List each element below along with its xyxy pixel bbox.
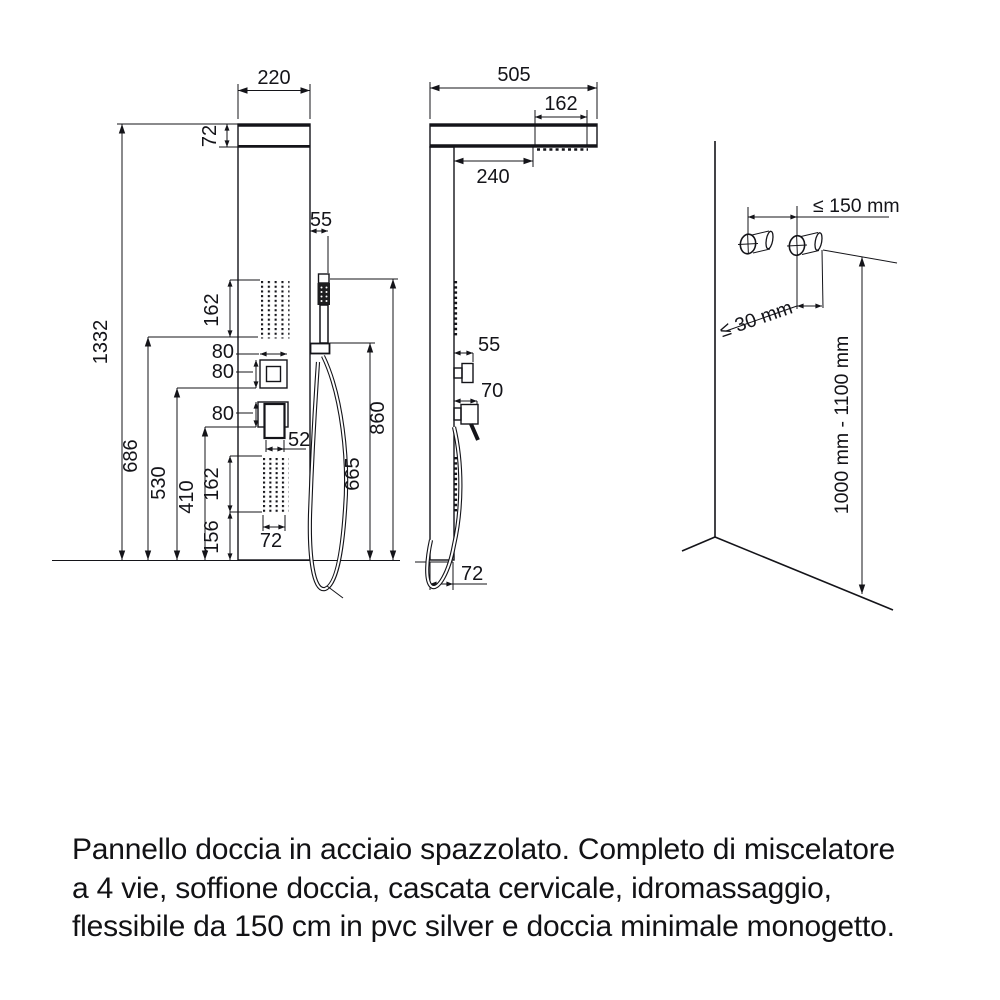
handshower-handle — [319, 304, 329, 344]
dim-handshower-top-height: 860 — [367, 401, 389, 434]
dim-head-height: 72 — [199, 125, 221, 147]
upper-jets — [260, 280, 290, 339]
head-arm — [429, 123, 598, 148]
dim-total-depth: 505 — [497, 64, 530, 86]
dim-lower-jets-height: 162 — [201, 467, 223, 500]
dim-mixer-height-range: 1000 mm - 1100 mm — [831, 336, 853, 514]
dim-panel-width: 220 — [257, 67, 290, 89]
dim-total-height: 1332 — [90, 320, 112, 365]
installation-diagram: ≤ 150 mm ≤ 30 mm 1000 mm - 1100 mm — [681, 141, 900, 611]
dim-max-protrusion: ≤ 30 mm — [717, 297, 796, 342]
floor-line — [714, 536, 894, 611]
dim-head-depth: 162 — [544, 93, 577, 115]
lower-jets — [262, 457, 289, 513]
diverter-knob-side — [453, 362, 474, 384]
dim-bracket-height: 665 — [342, 457, 364, 490]
dim-jets-width: 72 — [260, 530, 282, 552]
mixer-lever — [257, 401, 289, 440]
dim-control-bottom-height: 530 — [148, 466, 170, 499]
hose-side — [425, 426, 463, 590]
description-line: flessibile da 150 cm in pvc silver e doc… — [72, 910, 895, 944]
dim-mixer-depth: 70 — [481, 380, 503, 402]
side-view: 505 162 240 55 70 72 — [415, 64, 598, 590]
description-line: Pannello doccia in acciaio spazzolato. C… — [72, 833, 896, 866]
dim-knob-depth: 55 — [478, 334, 500, 356]
dim-arm-clearance: 240 — [476, 166, 509, 188]
dim-control-width: 80 — [212, 341, 234, 363]
dim-mixer-height: 80 — [212, 403, 234, 425]
dim-lever-width: 52 — [288, 429, 310, 451]
dim-lower-jets-offset: 156 — [201, 520, 223, 553]
dim-upper-jets-height: 162 — [201, 293, 223, 326]
dim-mixer-bottom-height: 410 — [176, 480, 198, 513]
floor-line-left — [681, 536, 716, 552]
handshower-head — [317, 283, 330, 305]
diverter-control — [259, 359, 288, 389]
hose-front — [307, 355, 349, 599]
front-view: 220 72 1332 686 530 410 162 162 156 80 8… — [52, 67, 400, 599]
handshower-cap — [317, 273, 330, 284]
handshower — [309, 273, 331, 355]
water-pipe-left — [737, 230, 774, 255]
dim-handshower-width: 55 — [310, 209, 332, 231]
handshower-nozzles — [320, 286, 328, 302]
technical-drawing: 220 72 1332 686 530 410 162 162 156 80 8… — [52, 64, 900, 611]
dim-control-height: 80 — [212, 361, 234, 383]
water-pipe-right — [786, 232, 823, 257]
description-line: a 4 vie, soffione doccia, cascata cervic… — [72, 871, 832, 905]
product-description: Pannello doccia in acciaio spazzolato. C… — [72, 831, 962, 947]
handshower-bracket — [309, 342, 331, 355]
dim-jets-bottom-height: 686 — [120, 439, 142, 472]
panel-side — [429, 146, 455, 561]
dim-panel-depth: 72 — [461, 563, 483, 585]
mixer-side — [453, 403, 480, 441]
dim-max-pipe-spacing: ≤ 150 mm — [813, 195, 900, 217]
